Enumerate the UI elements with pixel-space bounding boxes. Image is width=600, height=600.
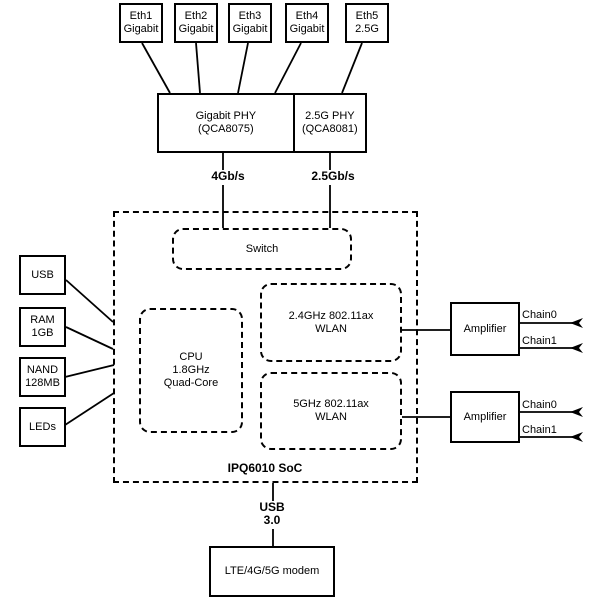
gigabit-phy-section: Gigabit PHY (QCA8075) bbox=[159, 95, 293, 151]
cpu-box: CPU 1.8GHz Quad-Core bbox=[139, 308, 243, 433]
eth2-name: Eth2 bbox=[184, 10, 208, 22]
eth1-speed: Gigabit bbox=[123, 23, 159, 35]
wire-leds-soc bbox=[64, 392, 115, 426]
ram-label: RAM bbox=[30, 314, 55, 326]
wire-eth2-phy bbox=[195, 42, 201, 94]
amplifier2-label: Amplifier bbox=[463, 410, 507, 423]
eth3-speed: Gigabit bbox=[232, 23, 268, 35]
nand-size: 128MB bbox=[25, 377, 60, 389]
modem-box: LTE/4G/5G modem bbox=[209, 546, 335, 597]
ipq6010-soc-outline bbox=[113, 211, 418, 483]
eth1-port-box: Eth1 Gigabit bbox=[119, 3, 163, 43]
leds-label: LEDs bbox=[29, 420, 56, 433]
usb3-link-line2: 3.0 bbox=[263, 513, 281, 527]
gigabit-link-rate-label: 4Gb/s bbox=[198, 170, 258, 185]
antenna-arrow-icon bbox=[570, 318, 583, 328]
amp2-chain1-label: Chain1 bbox=[522, 424, 557, 436]
wire-eth3-phy bbox=[237, 42, 249, 94]
g25-phy-chip: (QCA8081) bbox=[302, 123, 358, 135]
eth5-speed: 2.5G bbox=[355, 23, 379, 35]
antenna-arrow-icon bbox=[570, 343, 583, 353]
amp2-chain0-label: Chain0 bbox=[522, 399, 557, 411]
modem-label: LTE/4G/5G modem bbox=[224, 565, 320, 577]
wlan-24ghz-line1: 2.4GHz 802.11ax bbox=[288, 309, 374, 322]
eth5-name: Eth5 bbox=[355, 10, 379, 22]
gigabit-phy-label: Gigabit PHY bbox=[195, 110, 257, 122]
wire-eth4-phy bbox=[274, 42, 302, 94]
switch-label: Switch bbox=[245, 242, 279, 255]
ram-size: 1GB bbox=[31, 327, 54, 339]
eth4-port-box: Eth4 Gigabit bbox=[285, 3, 329, 43]
cpu-line1: CPU bbox=[179, 351, 203, 363]
eth2-port-box: Eth2 Gigabit bbox=[174, 3, 218, 43]
nand-label: NAND bbox=[26, 364, 59, 376]
soc-label: IPQ6010 SoC bbox=[227, 461, 303, 475]
g25-link-rate-label: 2.5Gb/s bbox=[303, 170, 363, 185]
wire-eth1-phy bbox=[141, 42, 171, 94]
amplifier1-box: Amplifier bbox=[450, 302, 520, 356]
usb3-link-line1: USB bbox=[259, 500, 285, 514]
switch-box: Switch bbox=[172, 228, 352, 270]
antenna-arrow-icon bbox=[570, 432, 583, 442]
ram-box: RAM 1GB bbox=[19, 307, 66, 347]
eth3-port-box: Eth3 Gigabit bbox=[228, 3, 272, 43]
eth4-speed: Gigabit bbox=[289, 23, 325, 35]
amplifier1-label: Amplifier bbox=[463, 322, 507, 335]
wlan-24ghz-line2: WLAN bbox=[315, 322, 347, 335]
usb-box: USB bbox=[19, 255, 66, 295]
nand-box: NAND 128MB bbox=[19, 357, 66, 397]
eth2-speed: Gigabit bbox=[178, 23, 214, 35]
eth5-port-box: Eth5 2.5G bbox=[345, 3, 389, 43]
g25-phy-label: 2.5G PHY bbox=[305, 110, 355, 122]
antenna-arrow-icon bbox=[570, 407, 583, 417]
eth3-name: Eth3 bbox=[238, 10, 262, 22]
phy-box: Gigabit PHY (QCA8075) 2.5G PHY (QCA8081) bbox=[157, 93, 367, 153]
cpu-line3: Quad-Core bbox=[163, 377, 219, 389]
eth1-name: Eth1 bbox=[129, 10, 153, 22]
gigabit-phy-chip: (QCA8075) bbox=[198, 123, 254, 135]
amp1-chain0-label: Chain0 bbox=[522, 309, 557, 321]
amplifier2-box: Amplifier bbox=[450, 391, 520, 443]
eth4-name: Eth4 bbox=[295, 10, 319, 22]
wire-ram-soc bbox=[65, 326, 114, 350]
wlan-5ghz-line1: 5GHz 802.11ax bbox=[293, 398, 369, 410]
wlan-5ghz-line2: WLAN bbox=[315, 411, 347, 423]
wire-eth5-phy bbox=[341, 42, 363, 94]
usb3-link-label: USB 3.0 bbox=[248, 501, 296, 529]
g25-phy-section: 2.5G PHY (QCA8081) bbox=[292, 95, 365, 151]
usb-label: USB bbox=[31, 268, 54, 281]
amp1-chain1-label: Chain1 bbox=[522, 335, 557, 347]
wire-usb-soc bbox=[65, 279, 114, 323]
cpu-line2: 1.8GHz bbox=[172, 364, 210, 376]
wlan-24ghz-box: 2.4GHz 802.11ax WLAN bbox=[260, 283, 402, 362]
leds-box: LEDs bbox=[19, 407, 66, 447]
wire-nand-soc bbox=[64, 364, 115, 378]
wlan-5ghz-box: 5GHz 802.11ax WLAN bbox=[260, 372, 402, 450]
